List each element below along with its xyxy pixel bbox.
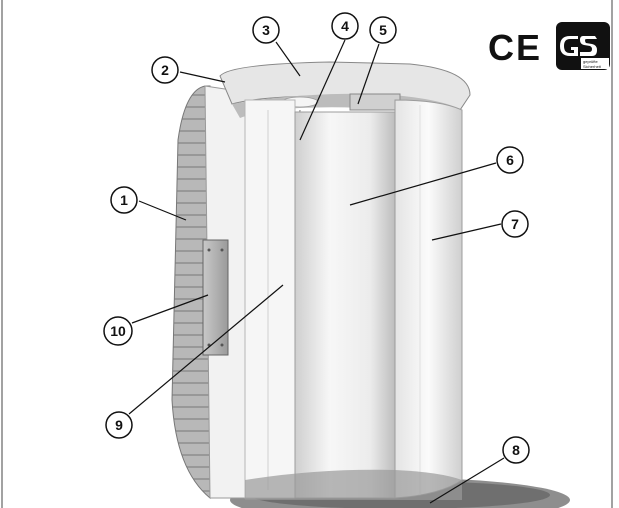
callout-8: 8	[502, 436, 530, 464]
leader-lines	[128, 39, 505, 504]
leader-6	[349, 162, 497, 206]
gs-text-line1: geprüfte	[583, 59, 598, 64]
leader-7	[431, 223, 502, 241]
callout-label-10: 10	[110, 323, 126, 339]
leader-9	[128, 284, 284, 415]
leader-8	[429, 457, 505, 504]
callout-9: 9	[105, 411, 133, 439]
callout-5: 5	[369, 16, 397, 44]
door-handle-screw-top-right	[220, 248, 224, 252]
fan-unit	[349, 93, 401, 111]
base-rim	[245, 469, 462, 500]
outer-cylinder	[394, 99, 463, 499]
callout-7: 7	[501, 210, 529, 238]
callout-label-6: 6	[506, 152, 514, 168]
callout-10: 10	[103, 316, 133, 346]
callout-label-2: 2	[161, 62, 169, 78]
leader-1	[138, 200, 187, 221]
callout-3: 3	[252, 16, 280, 44]
callout-6: 6	[496, 146, 524, 174]
gs-mark-logo: geprüfte Sicherheit	[556, 22, 610, 70]
door-handle-screw-bottom-right	[220, 343, 224, 347]
door-handle-screw-top-left	[207, 248, 211, 252]
callout-4: 4	[331, 12, 359, 40]
door-panel	[171, 85, 211, 500]
callout-1: 1	[110, 186, 138, 214]
leader-4	[299, 39, 346, 141]
callout-label-3: 3	[262, 22, 270, 38]
callout-label-4: 4	[341, 18, 349, 34]
callout-2: 2	[151, 56, 179, 84]
gs-text-line2: Sicherheit	[583, 64, 602, 69]
callout-label-5: 5	[379, 22, 387, 38]
callout-label-7: 7	[511, 216, 519, 232]
callout-label-1: 1	[120, 192, 128, 208]
leader-5	[357, 43, 380, 105]
callout-label-9: 9	[115, 417, 123, 433]
inner-cylinder	[294, 111, 396, 499]
leader-10	[131, 294, 209, 324]
leader-2	[179, 71, 226, 83]
door-handle	[202, 239, 229, 356]
callout-label-8: 8	[512, 442, 520, 458]
leader-3	[275, 41, 301, 77]
callouts: 1 2 3 4 5 6 7 8	[103, 12, 530, 464]
ce-mark: CE	[488, 27, 542, 68]
inner-frame	[244, 99, 296, 499]
